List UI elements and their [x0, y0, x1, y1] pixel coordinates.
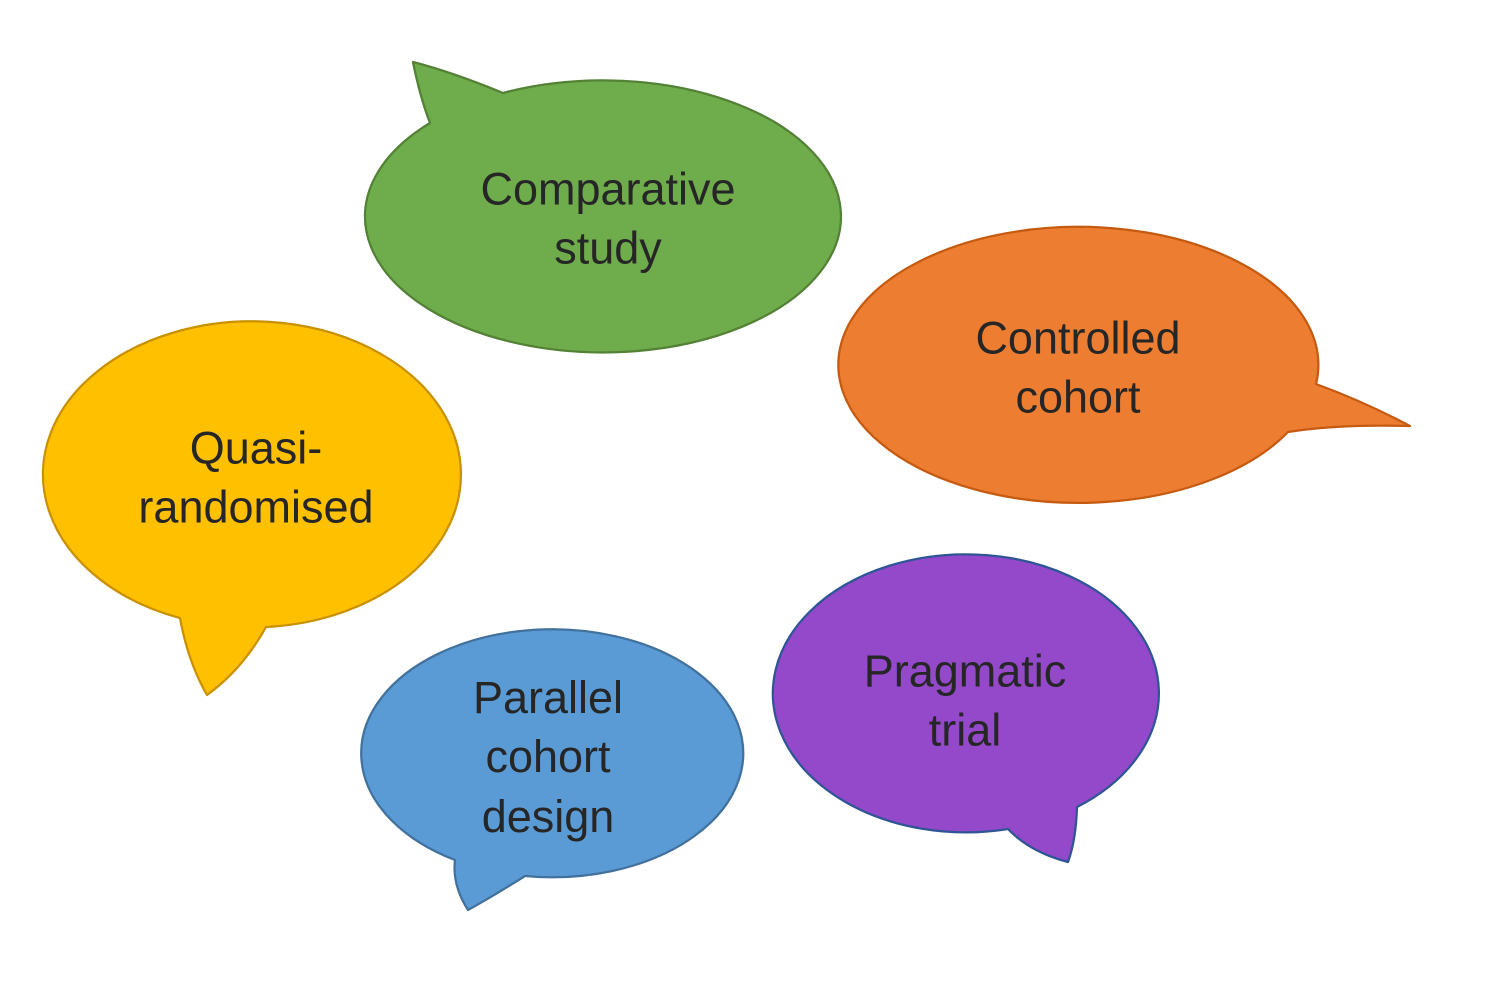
quasi-randomised-label: Quasi- randomised [138, 422, 374, 533]
parallel-cohort-design-label: Parallel cohort design [472, 671, 624, 842]
comparative-study-label: Comparative study [480, 163, 736, 274]
parallel-cohort-design-bubble [360, 628, 745, 912]
pragmatic-trial-label: Pragmatic trial [863, 645, 1067, 756]
pragmatic-trial-bubble [771, 553, 1161, 864]
controlled-cohort-bubble [837, 225, 1412, 504]
controlled-cohort-label: Controlled cohort [975, 312, 1181, 423]
quasi-randomised-bubble [41, 320, 463, 697]
comparative-study-bubble [363, 60, 843, 354]
